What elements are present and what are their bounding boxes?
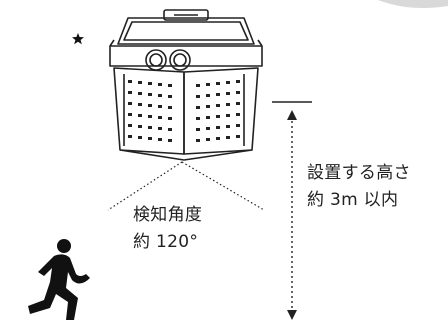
solar-light-fixture-icon — [109, 9, 263, 161]
mounting-height-label: 設置する高さ — [307, 163, 411, 183]
mounting-height-caption: 設置する高さ 約 3m 以内 — [307, 160, 411, 214]
detection-angle-value: 約 120° — [133, 232, 199, 252]
detection-angle-lines — [107, 161, 265, 211]
mounting-height-value: 約 3m 以内 — [307, 190, 399, 210]
running-person-icon — [28, 239, 90, 320]
detection-angle-label: 検知角度 — [133, 205, 203, 225]
mounting-height-arrow — [272, 101, 312, 320]
detection-angle-caption: 検知角度 約 120° — [133, 202, 202, 256]
night-moon-star-icon — [54, 22, 84, 45]
